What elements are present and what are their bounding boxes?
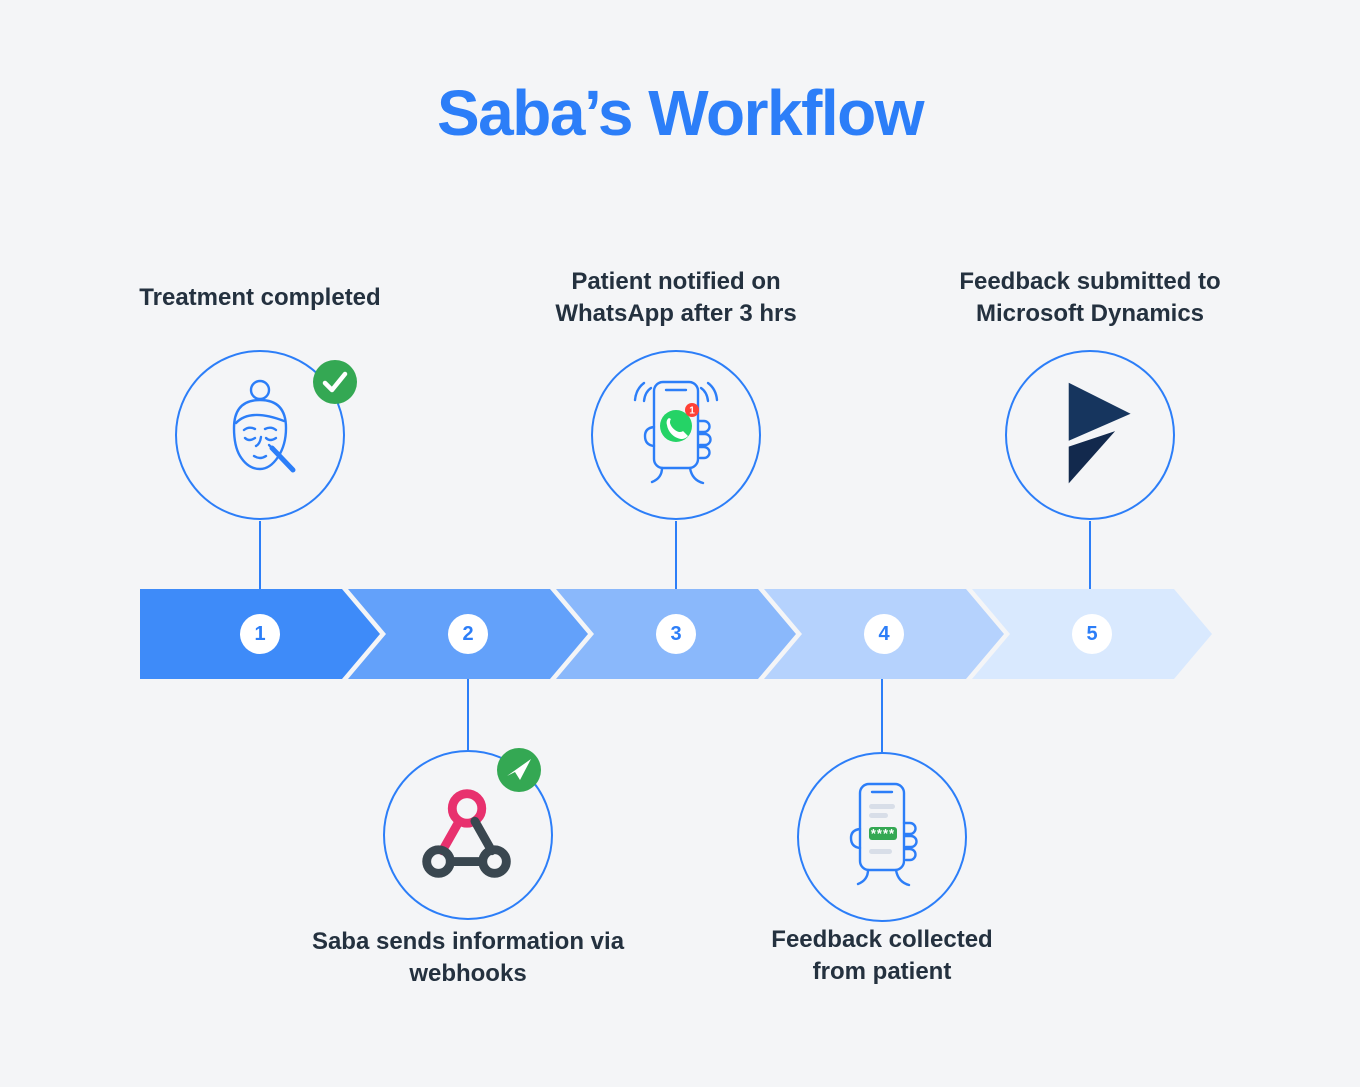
timeline-segment-4: 4 bbox=[764, 589, 1004, 679]
page-title: Saba’s Workflow bbox=[436, 77, 925, 149]
connector-step1 bbox=[259, 521, 261, 589]
step4-node: **** bbox=[797, 752, 967, 922]
notification-badge bbox=[685, 403, 699, 417]
timeline-segment-1: 1 bbox=[140, 589, 380, 679]
step3-label: Patient notified on WhatsApp after 3 hrs bbox=[555, 268, 797, 327]
step2-label: Saba sends information via webhooks bbox=[311, 928, 625, 987]
step1-node bbox=[175, 350, 357, 520]
step5-node bbox=[1005, 350, 1175, 520]
patient-face-icon bbox=[232, 379, 295, 472]
timeline-segment-5: 5 bbox=[972, 589, 1212, 679]
step-number-2: 2 bbox=[448, 614, 488, 654]
step5-label: Feedback submitted to Microsoft Dynamics bbox=[959, 268, 1221, 327]
svg-text:1: 1 bbox=[689, 406, 695, 417]
microsoft-dynamics-logo-icon bbox=[1068, 382, 1131, 484]
check-badge bbox=[313, 360, 357, 404]
step-number-3: 3 bbox=[656, 614, 696, 654]
whatsapp-phone-icon: 1 bbox=[633, 380, 719, 485]
step-number-4: 4 bbox=[864, 614, 904, 654]
timeline-segment-3: 3 bbox=[556, 589, 796, 679]
step4-label: Feedback collected from patient bbox=[771, 926, 993, 985]
step-number-5: 5 bbox=[1072, 614, 1112, 654]
connector-step4 bbox=[881, 679, 883, 752]
feedback-phone-icon: **** bbox=[849, 782, 918, 887]
step3-node: 1 bbox=[591, 350, 761, 520]
paper-plane-icon bbox=[507, 759, 531, 780]
checkmark-icon bbox=[322, 371, 348, 393]
webhook-icon bbox=[422, 789, 511, 878]
svg-text:****: **** bbox=[871, 826, 895, 841]
step2-node bbox=[383, 748, 553, 920]
timeline: 1 2 3 4 5 bbox=[140, 589, 1220, 679]
step1-label: Treatment completed bbox=[139, 284, 381, 311]
send-badge bbox=[497, 748, 541, 792]
star-rating-badge bbox=[869, 827, 897, 840]
connector-step2 bbox=[467, 679, 469, 750]
step-number-1: 1 bbox=[240, 614, 280, 654]
connector-step5 bbox=[1089, 521, 1091, 589]
connector-step3 bbox=[675, 521, 677, 589]
timeline-segment-2: 2 bbox=[348, 589, 588, 679]
